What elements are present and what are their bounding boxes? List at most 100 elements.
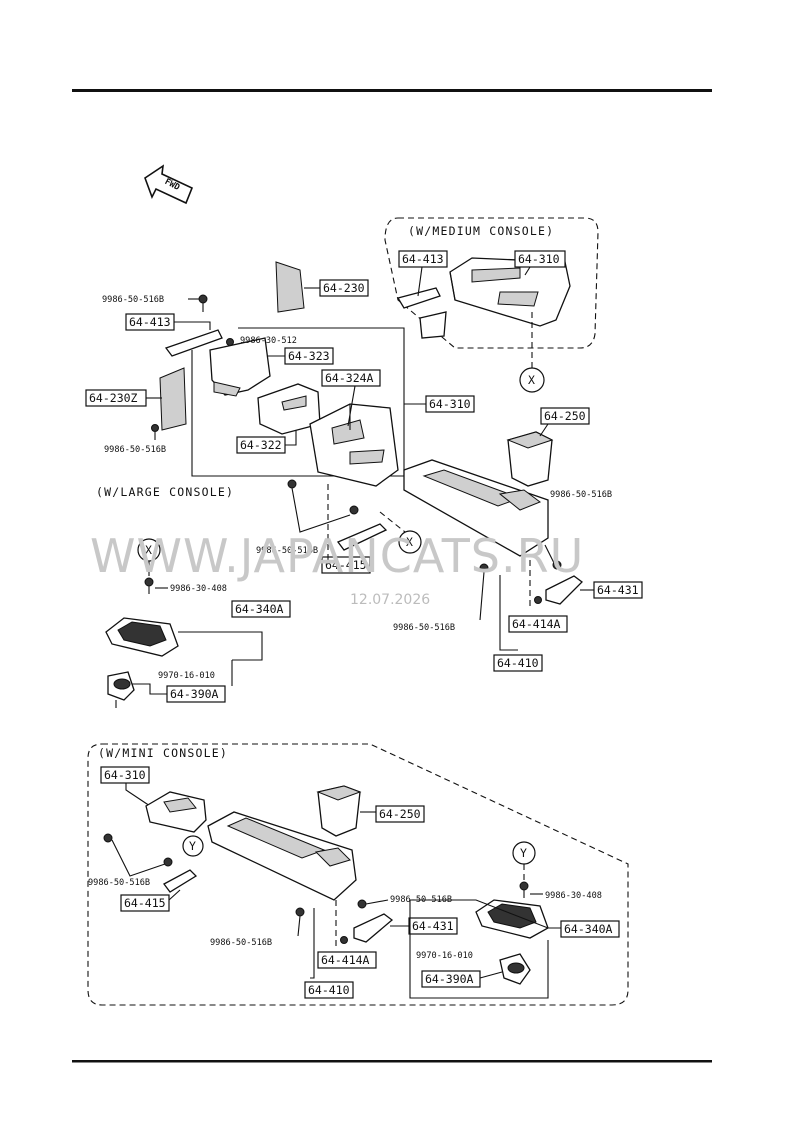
part-64-250 [506, 431, 554, 487]
code-label: 9986-50-516B [102, 295, 164, 305]
screw-icon [198, 294, 208, 312]
mini-part-64-310 [145, 791, 207, 833]
part-label: 64-413 [129, 315, 171, 329]
label-box [540, 407, 590, 425]
part-label: 64-340A [564, 922, 613, 936]
code-label: 9986-50-516B [104, 445, 166, 455]
mini-part-64-431 [353, 913, 394, 943]
part-label: 64-410 [497, 656, 539, 670]
screw-icon [295, 907, 305, 917]
ref-y-label: Y [189, 839, 196, 853]
screw-icon [151, 424, 159, 440]
large-console-title: (W/LARGE CONSOLE) [96, 485, 234, 499]
ref-y-label: Y [520, 846, 527, 860]
label-box [100, 766, 150, 784]
part-label: 64-410 [308, 983, 350, 997]
part-label: 64-324A [325, 371, 374, 385]
part-label: 64-250 [379, 807, 421, 821]
code-label: 9986-50-516B [210, 938, 272, 948]
label-box [375, 805, 425, 823]
part-label: 64-431 [412, 919, 454, 933]
part-label: 64-413 [402, 252, 444, 266]
screw-icon [287, 479, 297, 489]
label-box [514, 250, 566, 268]
label-box [421, 970, 481, 988]
label-box [231, 600, 291, 618]
part-label: 64-310 [104, 768, 146, 782]
part-label: 64-390A [170, 687, 219, 701]
part-64-230 [275, 261, 305, 313]
part-64-310 [309, 403, 399, 487]
code-label: 9986-50-516B [393, 623, 455, 633]
part-label: 64-414A [321, 953, 370, 967]
medium-console-body [449, 257, 571, 327]
part-64-413 [164, 329, 223, 357]
label-box [560, 920, 620, 938]
part-64-410 [403, 459, 549, 557]
label-box [304, 981, 354, 999]
watermark: WWW.JAPANCATS.RU [90, 529, 584, 583]
code-label: 9986-30-512 [240, 336, 297, 346]
medium-console-title: (W/MEDIUM CONSOLE) [408, 224, 554, 238]
part-64-340a [105, 617, 179, 657]
code-label: 9986-50-516B [88, 878, 150, 888]
code-label: 9970-16-010 [158, 671, 215, 681]
part-64-322 [257, 383, 321, 435]
screw-icon [349, 505, 359, 515]
screw-icon [357, 899, 367, 909]
top-rule [72, 89, 712, 92]
part-label: 64-322 [240, 438, 282, 452]
label-box [321, 369, 381, 387]
part-label: 64-415 [325, 558, 367, 572]
ref-x-label: X [406, 535, 413, 549]
screw-icon [103, 833, 113, 843]
mini-part-64-415 [163, 869, 198, 893]
label-box [317, 951, 377, 969]
bottom-rule [72, 1060, 712, 1063]
part-label: 64-323 [288, 349, 330, 363]
mini-part-64-390a [499, 953, 531, 985]
part-label: 64-250 [544, 409, 586, 423]
mini-console-outline [87, 743, 629, 1006]
part-label: 64-415 [124, 896, 166, 910]
label-box [321, 556, 371, 574]
part-64-230z [159, 367, 187, 431]
fwd-arrow-icon: FWD [144, 164, 194, 205]
code-label: 9986-50-516B [256, 546, 318, 556]
part-label: 64-310 [518, 252, 560, 266]
part-64-390a [107, 671, 135, 708]
medium-bracket [396, 287, 447, 339]
ref-x-label: X [528, 373, 535, 387]
mini-part-64-410 [207, 811, 357, 901]
part-label: 64-310 [429, 397, 471, 411]
part-label: 64-414A [512, 617, 561, 631]
date-stamp: 12.07.2026 [350, 592, 430, 608]
ref-marker-y [182, 835, 204, 857]
label-box [120, 894, 170, 912]
part-label: 64-390A [425, 972, 474, 986]
part-label: 64-431 [597, 583, 639, 597]
part-64-323 [209, 337, 271, 397]
screw-icon [340, 936, 348, 944]
screw-icon [163, 857, 173, 867]
code-label: 9986-30-408 [170, 584, 227, 594]
part-label: 64-230 [323, 281, 365, 295]
code-label: 9986-50-516B [550, 490, 612, 500]
screw-icon [144, 577, 154, 594]
ref-x-label: X [145, 543, 152, 557]
medium-console-outline [384, 217, 599, 349]
mini-console-title: (W/MINI CONSOLE) [98, 746, 228, 760]
label-box [508, 615, 568, 633]
mini-part-64-340a [475, 899, 549, 939]
ref-marker-x [398, 530, 422, 554]
ref-marker-x [519, 367, 545, 393]
part-64-431 [545, 575, 583, 605]
mini-part-64-250 [316, 785, 362, 837]
part-label: 64-230Z [89, 391, 138, 405]
screw-icon [226, 338, 234, 346]
screw-icon [519, 881, 529, 898]
code-label: 9986-30-408 [545, 891, 602, 901]
part-64-415 [336, 523, 388, 551]
code-label: 9970-16-010 [416, 951, 473, 961]
